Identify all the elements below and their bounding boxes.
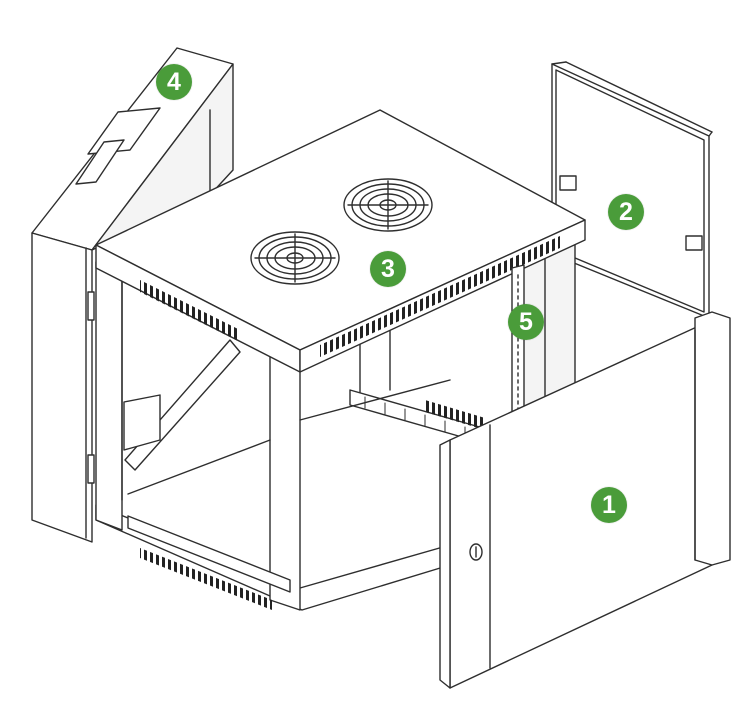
- callout-badge-5: 5: [508, 304, 544, 340]
- callout-badge-2: 2: [608, 194, 644, 230]
- callout-label-1: 1: [602, 490, 616, 519]
- callout-label-2: 2: [619, 197, 633, 226]
- side-panel: [551, 61, 713, 319]
- callout-badge-1: 1: [591, 487, 627, 523]
- mounting-rail: [511, 264, 525, 419]
- callout-label-3: 3: [381, 254, 395, 283]
- wall-mount-back-panel: [31, 47, 234, 543]
- callout-badge-4: 4: [156, 64, 192, 100]
- fan-left: [250, 231, 340, 285]
- top-cover: [95, 109, 586, 373]
- callout-label-5: 5: [519, 307, 533, 336]
- fan-right: [343, 178, 433, 232]
- callout-badge-3: 3: [370, 251, 406, 287]
- front-door: [439, 311, 731, 689]
- callout-label-4: 4: [167, 67, 181, 96]
